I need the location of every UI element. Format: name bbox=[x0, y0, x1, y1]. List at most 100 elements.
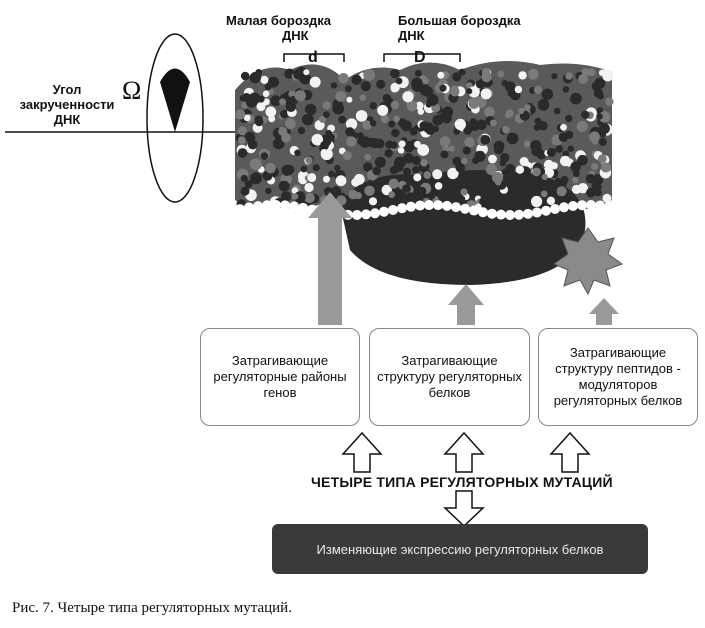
minor-groove-bracket bbox=[283, 53, 345, 62]
dna-atom bbox=[360, 81, 371, 92]
dna-atom bbox=[432, 114, 444, 126]
dna-atom bbox=[572, 176, 579, 184]
dna-atom bbox=[599, 123, 610, 134]
dna-atom bbox=[345, 127, 355, 137]
dna-atom bbox=[412, 166, 420, 174]
dna-atom bbox=[479, 186, 487, 194]
dna-atom bbox=[541, 88, 554, 101]
dna-atom bbox=[293, 68, 305, 80]
dna-atom bbox=[464, 137, 475, 148]
dna-edge-bead bbox=[253, 201, 263, 212]
dna-edge-bead bbox=[271, 200, 281, 211]
dna-edge-bead bbox=[460, 203, 470, 214]
mutation-box-regulatory-regions: Затрагивающие регуляторные районы генов bbox=[200, 328, 360, 426]
dna-edge-bead bbox=[487, 208, 497, 219]
dna-atom bbox=[540, 190, 548, 198]
dna-edge-bead bbox=[568, 200, 578, 211]
dna-atom bbox=[260, 152, 269, 160]
dna-atom bbox=[355, 110, 368, 122]
dna-atom bbox=[268, 76, 279, 88]
dna-atom bbox=[450, 85, 459, 94]
dna-atom bbox=[305, 156, 313, 164]
dna-edge-bead bbox=[541, 205, 551, 216]
dna-atom bbox=[338, 115, 347, 124]
dna-atom bbox=[411, 81, 422, 92]
dna-atom bbox=[284, 118, 296, 130]
dna-edge-bead bbox=[505, 209, 515, 220]
dna-edge-bead bbox=[514, 209, 524, 220]
dna-atom bbox=[488, 154, 497, 164]
dna-atom bbox=[346, 203, 352, 210]
dna-atom bbox=[591, 182, 599, 190]
dna-edge-bead bbox=[262, 200, 272, 211]
dna-atom bbox=[357, 138, 364, 145]
dna-atom bbox=[523, 140, 531, 148]
dna-atom bbox=[474, 150, 486, 162]
dna-atom bbox=[335, 175, 347, 187]
dna-atom bbox=[279, 98, 286, 106]
dna-atom bbox=[402, 184, 411, 193]
dna-atom bbox=[432, 169, 443, 180]
dna-edge-bead bbox=[451, 202, 461, 213]
dna-atom bbox=[505, 109, 514, 118]
dna-atom bbox=[480, 135, 491, 145]
dna-atom bbox=[425, 101, 432, 108]
dna-atom bbox=[558, 132, 569, 142]
dna-atom bbox=[553, 107, 561, 115]
dna-atom bbox=[320, 149, 328, 156]
outline-arrow-1 bbox=[341, 431, 383, 473]
dna-edge-bead bbox=[289, 201, 299, 212]
outline-arrow-2 bbox=[443, 431, 485, 473]
dna-atom bbox=[567, 145, 575, 152]
minor-groove-symbol: d bbox=[308, 49, 318, 66]
dna-atom bbox=[452, 72, 462, 82]
dna-atom bbox=[458, 68, 466, 76]
dna-atom bbox=[325, 129, 333, 137]
dna-atom bbox=[505, 163, 516, 174]
dna-atom bbox=[518, 107, 525, 115]
dna-atom bbox=[437, 71, 445, 79]
dna-atom bbox=[304, 103, 317, 116]
major-groove-symbol: D bbox=[414, 49, 426, 66]
dna-atom bbox=[370, 120, 377, 127]
dna-atom bbox=[439, 136, 451, 147]
dna-atom bbox=[353, 173, 365, 185]
dna-edge-bead bbox=[388, 204, 398, 215]
dna-atom bbox=[562, 86, 570, 93]
twist-wedge bbox=[160, 68, 190, 132]
dna-atom bbox=[249, 71, 261, 84]
dna-atom bbox=[390, 68, 400, 79]
dna-atom bbox=[431, 103, 441, 113]
dna-atom bbox=[391, 128, 400, 138]
dna-edge-bead bbox=[523, 208, 533, 219]
dna-atom bbox=[546, 196, 556, 205]
dna-atom bbox=[377, 178, 384, 185]
dna-edge-bead bbox=[370, 208, 380, 219]
dna-atom bbox=[508, 194, 515, 201]
dna-atom bbox=[320, 140, 330, 150]
dna-atom bbox=[594, 188, 602, 197]
dna-atom bbox=[332, 102, 345, 115]
dna-atom bbox=[278, 180, 290, 192]
dna-atom bbox=[281, 132, 291, 143]
dna-atom bbox=[601, 69, 610, 77]
arrow-up-2 bbox=[448, 284, 484, 325]
dna-edge-bead bbox=[352, 209, 362, 220]
dna-atom bbox=[570, 161, 581, 172]
dna-edge-bead bbox=[577, 200, 587, 211]
dna-atom bbox=[237, 126, 247, 136]
dna-atom bbox=[577, 154, 588, 166]
dna-atom bbox=[492, 172, 504, 184]
dna-atom bbox=[240, 174, 248, 182]
dna-atom bbox=[458, 195, 466, 203]
twist-ellipse bbox=[146, 33, 204, 203]
dna-atom bbox=[382, 93, 391, 103]
dna-atom bbox=[388, 178, 399, 189]
dna-atom bbox=[565, 72, 573, 80]
dna-atom bbox=[330, 82, 338, 89]
dna-atom bbox=[240, 71, 250, 81]
dna-atom bbox=[364, 185, 375, 196]
dna-edge-bead bbox=[532, 207, 542, 218]
dna-atom bbox=[369, 102, 377, 110]
dna-atom bbox=[587, 68, 596, 77]
